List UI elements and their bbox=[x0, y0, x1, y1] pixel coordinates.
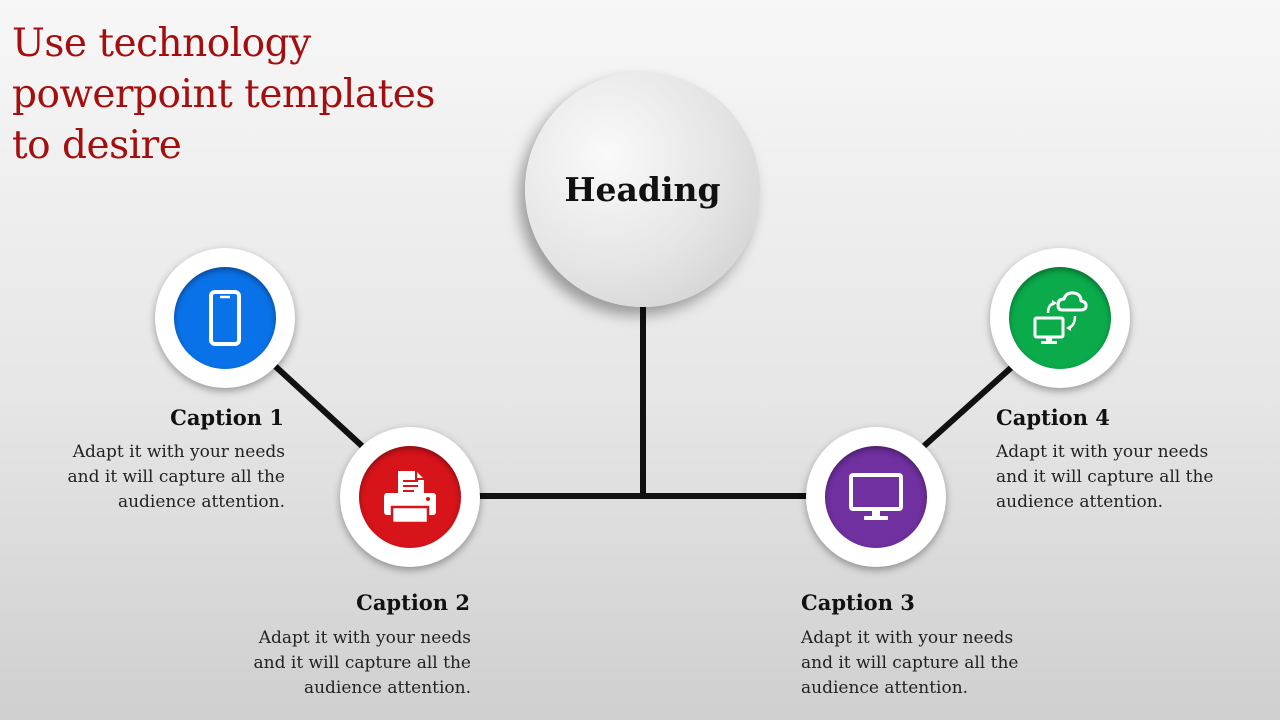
caption-2-node bbox=[340, 427, 480, 567]
caption-3-node bbox=[806, 427, 946, 567]
slide-title: Use technology powerpoint templates to d… bbox=[12, 18, 472, 171]
caption-1-badge bbox=[174, 267, 276, 369]
heading-circle: Heading bbox=[525, 72, 760, 307]
connector-caption-4 bbox=[921, 363, 1016, 449]
caption-4-body: Adapt it with your needs and it will cap… bbox=[996, 442, 1214, 512]
printer-icon bbox=[384, 471, 436, 525]
caption-4-title: Caption 4 bbox=[996, 405, 1110, 430]
slide-title-line-3: to desire bbox=[12, 123, 182, 168]
caption-2-title: Caption 2 bbox=[356, 590, 470, 615]
caption-2-body: Adapt it with your needs and it will cap… bbox=[253, 628, 471, 698]
caption-3-badge bbox=[825, 446, 927, 548]
caption-1-body: Adapt it with your needs and it will cap… bbox=[67, 442, 285, 512]
caption-4-badge bbox=[1009, 267, 1111, 369]
monitor-icon bbox=[849, 473, 903, 520]
caption-1-node bbox=[155, 248, 295, 388]
slide-title-line-2: powerpoint templates bbox=[12, 72, 435, 117]
caption-1-title: Caption 1 bbox=[170, 405, 284, 430]
cloud-sync-icon bbox=[1033, 291, 1088, 344]
smartphone-icon bbox=[209, 290, 241, 346]
caption-3-body: Adapt it with your needs and it will cap… bbox=[801, 628, 1019, 698]
caption-2-badge bbox=[359, 446, 461, 548]
connector-caption-1 bbox=[272, 363, 365, 449]
slide-title-line-1: Use technology bbox=[12, 21, 311, 66]
heading-label: Heading bbox=[564, 170, 721, 209]
caption-4-node bbox=[990, 248, 1130, 388]
caption-3-title: Caption 3 bbox=[801, 590, 915, 615]
